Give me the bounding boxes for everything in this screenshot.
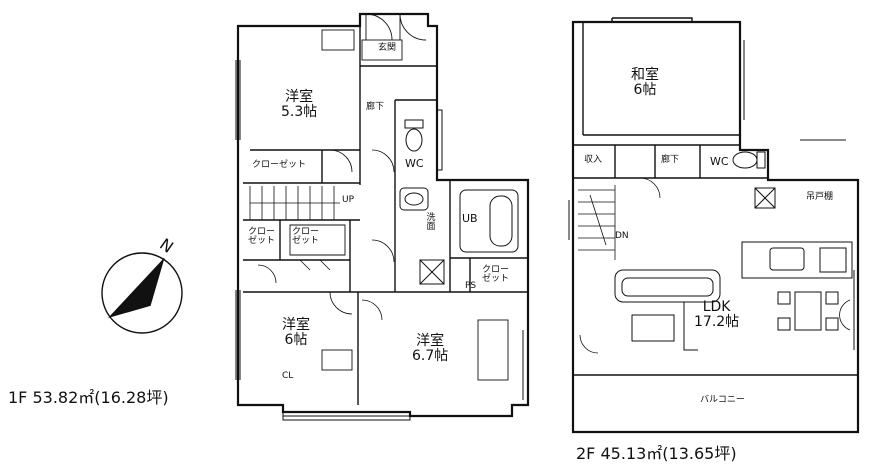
- washroom-label: 洗面: [424, 212, 435, 230]
- sofa: [614, 269, 721, 303]
- entrance-door: [361, 13, 427, 61]
- floor1-area-text: 1F 53.82㎡(16.28坪): [8, 388, 169, 407]
- first-floor-door-swings: [257, 149, 395, 321]
- room-furniture-1f: [289, 29, 509, 381]
- balcony-label: バルコニー: [700, 395, 745, 405]
- closet-b-label: クローゼット: [248, 227, 276, 247]
- second-floor-windows: [568, 40, 859, 350]
- stairs-up-label: UP: [342, 195, 355, 205]
- first-floor-windows: [235, 60, 529, 421]
- closet-a-label: クローゼット: [252, 160, 307, 170]
- dining-set: [777, 291, 839, 331]
- hall-2f-label: 廊下: [661, 155, 680, 165]
- compass: [101, 252, 183, 334]
- ps-label: PS: [465, 281, 477, 291]
- closet-d-label: クローゼット: [482, 265, 510, 285]
- entrance-label: 玄関: [378, 43, 397, 53]
- second-floor-toilet: [732, 151, 766, 169]
- stairs-down-label: DN: [615, 231, 629, 241]
- cl-label: CL: [282, 371, 294, 381]
- second-floor-walls: [571, 17, 860, 434]
- second-floor-stairs: [578, 185, 616, 260]
- closet-c-label: クローゼット: [292, 227, 320, 247]
- bathroom-fixtures: [399, 187, 519, 285]
- ldk-arrow: [683, 301, 698, 351]
- floor2-area-text: 2F 45.13㎡(13.65坪): [576, 444, 737, 463]
- storage-label: 収入: [584, 155, 603, 165]
- first-floor-stairs: [249, 186, 340, 220]
- wc-1f-label: WC: [405, 157, 424, 170]
- shelf-label: 吊戸棚: [806, 192, 834, 202]
- kitchen-counter: [741, 187, 853, 279]
- first-floor-toilet: [404, 119, 424, 152]
- hall-1f-label: 廊下: [366, 102, 385, 112]
- first-floor-walls: [236, 12, 530, 418]
- second-floor-door-swings: [579, 177, 851, 354]
- wc-2f-label: WC: [710, 155, 729, 168]
- unit-bath-label: UB: [462, 212, 478, 225]
- coffee-table: [631, 314, 675, 342]
